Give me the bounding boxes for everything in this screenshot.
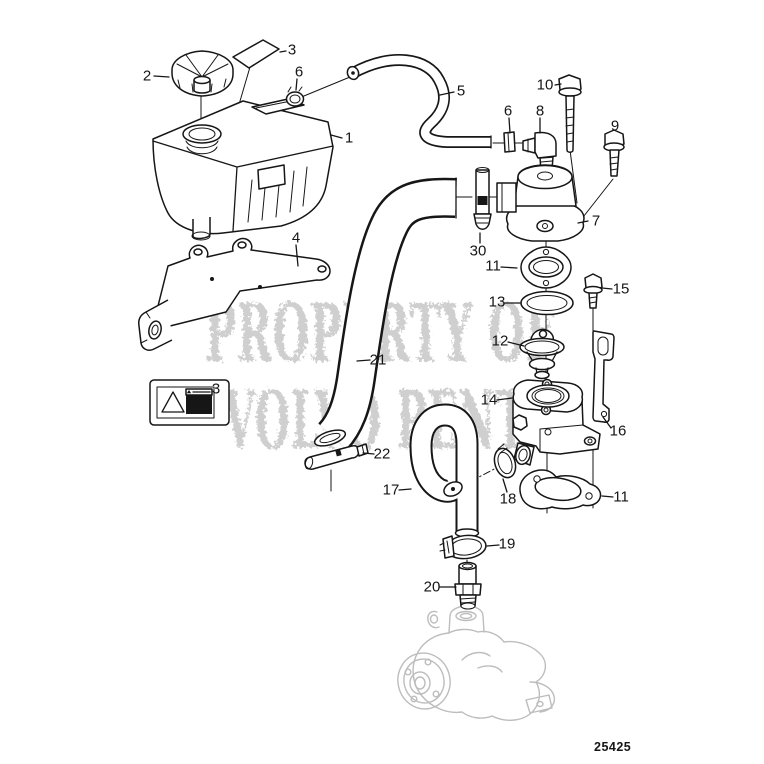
callout-19: 19 — [498, 535, 516, 553]
leader-line-17 — [398, 488, 412, 491]
gasket-11-upper — [520, 246, 572, 289]
hose-17 — [409, 403, 480, 538]
pressure-cap — [171, 50, 234, 97]
warning-label — [149, 379, 230, 426]
bracket-16 — [592, 330, 615, 423]
callout-9: 9 — [610, 117, 620, 135]
leader-line-12 — [507, 341, 525, 347]
callout-10: 10 — [536, 76, 554, 94]
hose-clamp-19 — [439, 534, 487, 560]
callout-16: 16 — [609, 422, 627, 440]
hose-clamp-6-mid — [503, 131, 516, 153]
leader-line-10 — [554, 83, 562, 86]
inlet-pipe — [496, 182, 517, 213]
leader-line-16 — [602, 416, 612, 429]
leader-line-22 — [362, 452, 375, 455]
drain-stub-22 — [304, 443, 369, 470]
thermostat-cover-7 — [505, 164, 585, 242]
leader-lines — [153, 50, 614, 588]
callout-21: 21 — [369, 351, 387, 369]
callout-3: 3 — [287, 41, 297, 59]
hose-21 — [313, 177, 457, 451]
seal-ring-13 — [520, 290, 574, 316]
callout-22: 22 — [373, 445, 391, 463]
mounting-bracket — [138, 237, 331, 351]
thermostat-housing-14 — [512, 378, 601, 466]
callout-15: 15 — [612, 280, 630, 298]
callout-11: 11 — [485, 257, 501, 275]
leader-line-15 — [601, 287, 613, 290]
leader-line-14 — [496, 397, 513, 401]
callout-6: 6 — [294, 63, 304, 81]
callout-2: 2 — [142, 67, 152, 85]
bolt-9 — [603, 129, 625, 177]
callout-6: 6 — [503, 102, 513, 120]
hose-clamp-6-upper — [285, 86, 305, 107]
figure-part-number: 25425 — [594, 740, 632, 754]
leader-line-11 — [500, 266, 518, 269]
label-sticker — [232, 39, 280, 69]
callout-18: 18 — [499, 490, 517, 508]
callout-11: 11 — [613, 488, 629, 506]
callout-8: 8 — [535, 102, 545, 120]
leader-line-3 — [279, 50, 287, 53]
leader-line-1 — [330, 134, 343, 139]
callout-17: 17 — [382, 481, 400, 499]
callout-4: 4 — [291, 229, 301, 247]
leader-line-4 — [295, 244, 299, 267]
callout-5: 5 — [456, 82, 466, 100]
callout-7: 7 — [591, 212, 601, 230]
callout-1: 1 — [344, 129, 354, 147]
hose-clamp-18 — [493, 443, 517, 479]
callout-20: 20 — [423, 578, 441, 596]
leader-line-11 — [601, 495, 614, 498]
callout-30: 30 — [469, 242, 487, 260]
leader-line-18 — [502, 478, 508, 493]
bolt-15 — [583, 273, 603, 309]
leader-line-7 — [577, 220, 589, 224]
leader-line-6 — [508, 117, 511, 134]
water-pump-ghost — [397, 605, 556, 721]
callout-12: 12 — [491, 332, 509, 350]
sensor-30 — [473, 167, 492, 230]
callout-3: 3 — [211, 380, 221, 398]
gasket-11-lower — [519, 469, 602, 510]
leader-line-19 — [486, 544, 500, 547]
fitting-20 — [454, 561, 482, 610]
leader-line-6 — [295, 78, 298, 91]
hose-5 — [346, 54, 492, 149]
callout-14: 14 — [480, 391, 498, 409]
callout-13: 13 — [488, 293, 506, 311]
leader-line-21 — [356, 359, 371, 362]
thermostat-12 — [519, 328, 565, 380]
leader-line-5 — [439, 91, 455, 96]
expansion-tank — [152, 98, 334, 241]
bolt-10 — [558, 74, 582, 153]
leader-line-2 — [153, 75, 170, 78]
